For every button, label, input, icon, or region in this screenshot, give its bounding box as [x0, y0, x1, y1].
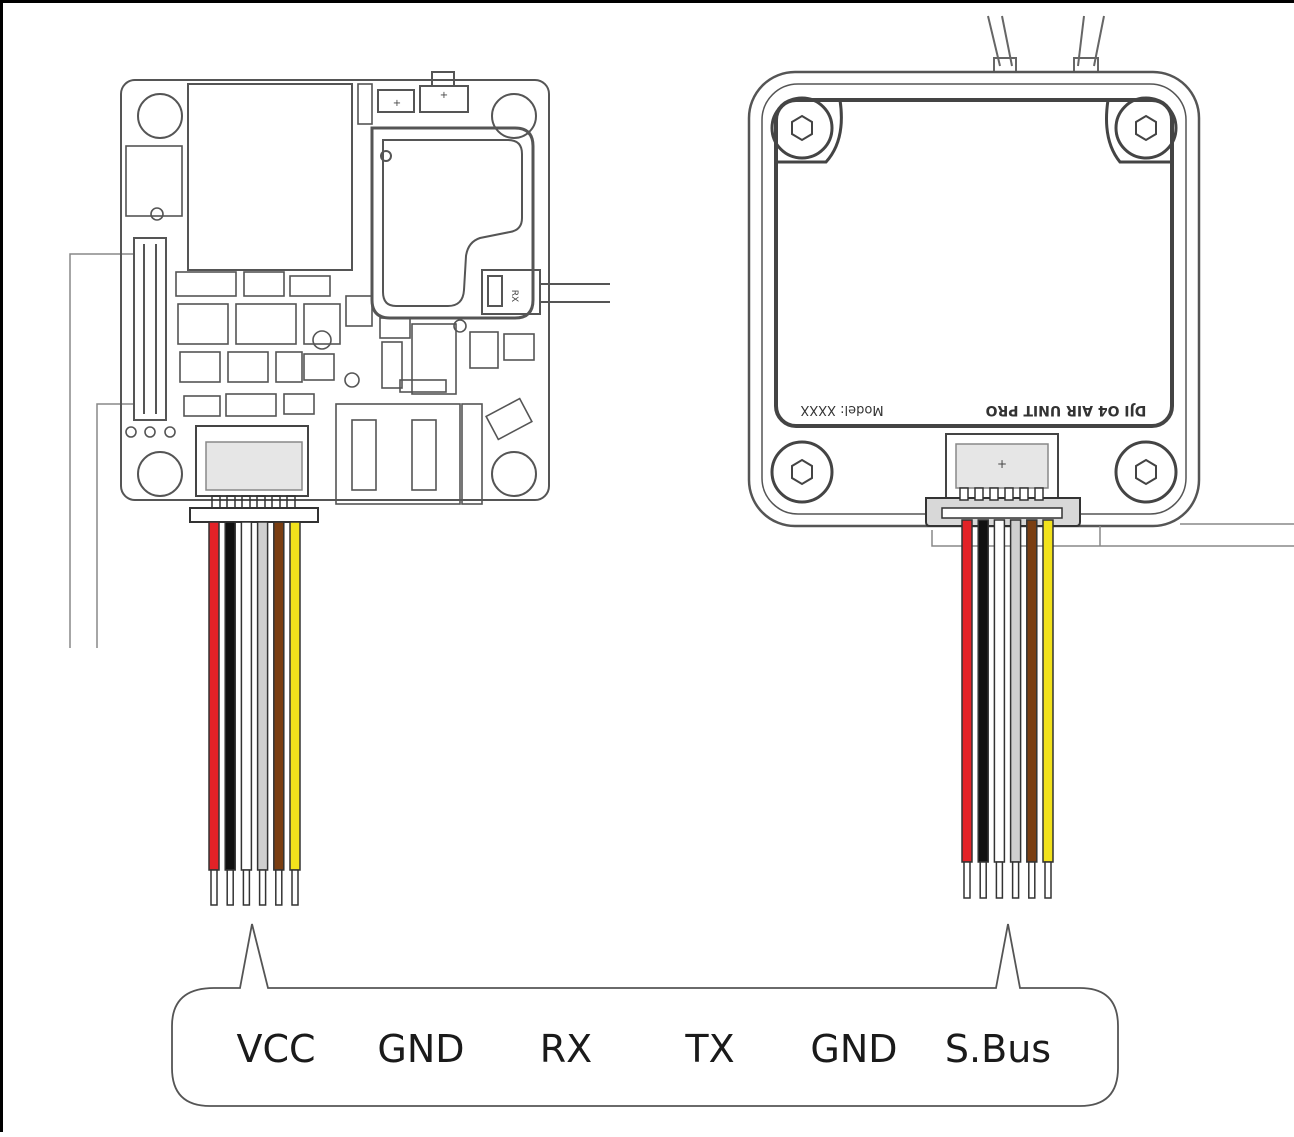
mount-hole-icon	[137, 93, 537, 497]
left-wire-tip-2	[226, 869, 234, 906]
right-wire-3	[993, 519, 1006, 863]
pinout-callout	[171, 923, 1119, 1107]
left-wire-4	[256, 521, 269, 871]
left-wire-5	[273, 521, 285, 871]
right-wire-4	[1009, 519, 1022, 863]
right-wire-tip-4	[1011, 861, 1020, 899]
right-wire-5	[1026, 519, 1038, 863]
left-side-marking: RX	[509, 290, 519, 302]
hex-screw-icon	[770, 96, 1178, 504]
air-unit-model: Model: XXXX	[800, 402, 883, 417]
left-wire-tip-4	[258, 869, 267, 906]
right-wire-tip-6	[1044, 861, 1052, 899]
right-connector-mark: +	[997, 457, 1007, 471]
left-wire-tip-3	[242, 869, 251, 906]
left-wire-1	[208, 521, 220, 871]
left-connector-mark-b: +	[440, 90, 448, 101]
left-module-pcb	[69, 71, 610, 648]
right-module-air-unit	[747, 15, 1294, 547]
pin-label-vcc: VCC	[236, 1027, 316, 1071]
pin-label-gnd-2: GND	[810, 1027, 898, 1071]
right-wire-6	[1042, 519, 1054, 863]
left-wire-tip-6	[291, 869, 299, 906]
right-wire-tip-2	[979, 861, 987, 899]
right-wire-tip-1	[963, 861, 971, 899]
right-connector-housing	[925, 433, 1081, 527]
pin-label-tx: TX	[685, 1027, 735, 1071]
left-wire-bundle	[208, 521, 301, 906]
right-wire-1	[961, 519, 973, 863]
left-connector-housing	[189, 425, 319, 523]
air-unit-label: DJI O4 AIR UNIT PRO	[986, 402, 1147, 418]
left-wire-tip-1	[210, 869, 218, 906]
right-wire-2	[977, 519, 989, 863]
pin-label-gnd: GND	[377, 1027, 465, 1071]
left-wire-6	[289, 521, 301, 871]
left-wire-2	[224, 521, 236, 871]
right-wire-bundle	[961, 519, 1054, 899]
left-wire-tip-5	[275, 869, 283, 906]
right-wire-tip-5	[1028, 861, 1036, 899]
pin-label-rx: RX	[539, 1027, 593, 1071]
right-wire-tip-3	[995, 861, 1004, 899]
pin-label-sbus: S.Bus	[944, 1027, 1052, 1071]
left-connector-mark-a: +	[393, 98, 401, 109]
left-wire-3	[240, 521, 253, 871]
